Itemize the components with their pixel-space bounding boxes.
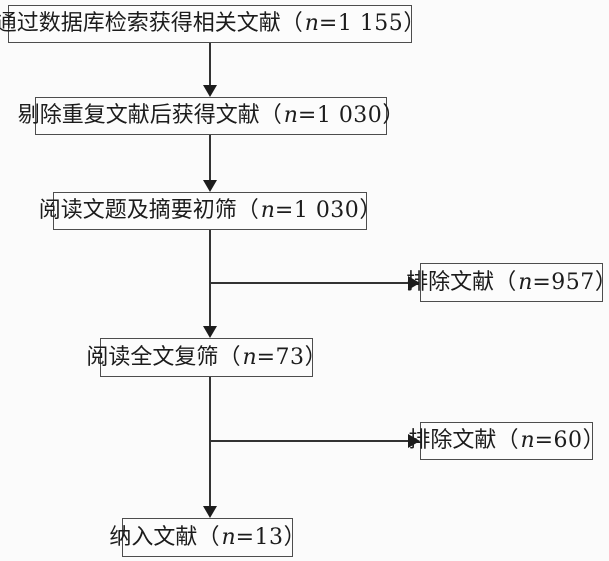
- node-text: 通过数据库检索获得相关文献: [0, 11, 281, 36]
- paren-open: （: [197, 524, 220, 550]
- node-count: （n=1 155）: [281, 13, 426, 35]
- connector-line-3: [209, 230, 211, 327]
- node-count: （n=60）: [496, 430, 604, 452]
- paren-close: ）: [582, 428, 605, 453]
- flow-node-excluded-60: 排除文献（n=60）: [408, 422, 605, 460]
- n-value: =957: [532, 269, 595, 295]
- paren-close: ）: [359, 198, 382, 223]
- branch-line-1: [210, 282, 408, 284]
- paren-close: ）: [304, 344, 327, 370]
- n-var: n: [304, 11, 319, 36]
- connector-line-2: [209, 135, 211, 181]
- n-value: =73: [256, 344, 305, 370]
- n-value: =1 155: [318, 11, 404, 36]
- flow-node-fulltext-screen: 阅读全文复筛（n=73）: [86, 338, 327, 377]
- n-var: n: [260, 198, 275, 223]
- n-value: =13: [235, 524, 284, 550]
- node-count: （n=1 030）: [237, 200, 382, 222]
- node-count: （n=957）: [494, 269, 609, 295]
- paren-open: （: [236, 198, 259, 223]
- flow-node-included: 纳入文献（n=13）: [109, 518, 306, 557]
- flow-node-title-abstract-screen: 阅读文题及摘要初筛（n=1 030）: [39, 192, 381, 230]
- n-value: =1 030: [297, 103, 383, 128]
- paren-close: ）: [283, 524, 306, 550]
- arrow-down-icon-2: [203, 180, 217, 192]
- paren-close: ）: [403, 11, 426, 36]
- flow-node-database-search: 通过数据库检索获得相关文献（n=1 155）: [0, 5, 425, 43]
- n-var: n: [221, 524, 236, 550]
- connector-line-4: [209, 377, 211, 507]
- paren-open: （: [259, 103, 282, 128]
- branch-line-2: [210, 440, 408, 442]
- arrow-right-icon-1: [408, 276, 420, 290]
- paren-open: （: [496, 428, 519, 453]
- node-count: （n=13）: [197, 524, 306, 550]
- node-text: 剔除重复文献后获得文献: [17, 103, 260, 128]
- arrow-down-icon-3: [203, 326, 217, 338]
- paren-close: ）: [595, 270, 609, 295]
- paren-open: （: [218, 344, 241, 370]
- arrow-right-icon-2: [408, 434, 420, 448]
- n-value: =1 030: [274, 198, 360, 223]
- node-text: 排除文献: [408, 428, 497, 453]
- paren-close: ）: [382, 103, 405, 128]
- node-text: 纳入文献: [109, 524, 198, 550]
- n-var: n: [518, 269, 533, 295]
- node-text: 排除文献: [406, 269, 495, 295]
- flow-node-excluded-957: 排除文献（n=957）: [406, 263, 609, 302]
- connector-line-1: [209, 43, 211, 86]
- n-var: n: [283, 103, 298, 128]
- arrow-down-icon-1: [203, 85, 217, 97]
- n-var: n: [520, 428, 535, 453]
- paren-open: （: [280, 11, 303, 36]
- node-count: （n=73）: [218, 344, 327, 370]
- node-text: 阅读全文复筛: [86, 344, 219, 370]
- node-text: 阅读文题及摘要初筛: [38, 198, 237, 223]
- paren-open: （: [494, 269, 517, 295]
- arrow-down-icon-4: [203, 506, 217, 518]
- node-count: （n=1 030）: [260, 105, 405, 127]
- flow-node-deduplicated: 剔除重复文献后获得文献（n=1 030）: [18, 97, 404, 135]
- n-value: =60: [534, 428, 583, 453]
- n-var: n: [242, 344, 257, 370]
